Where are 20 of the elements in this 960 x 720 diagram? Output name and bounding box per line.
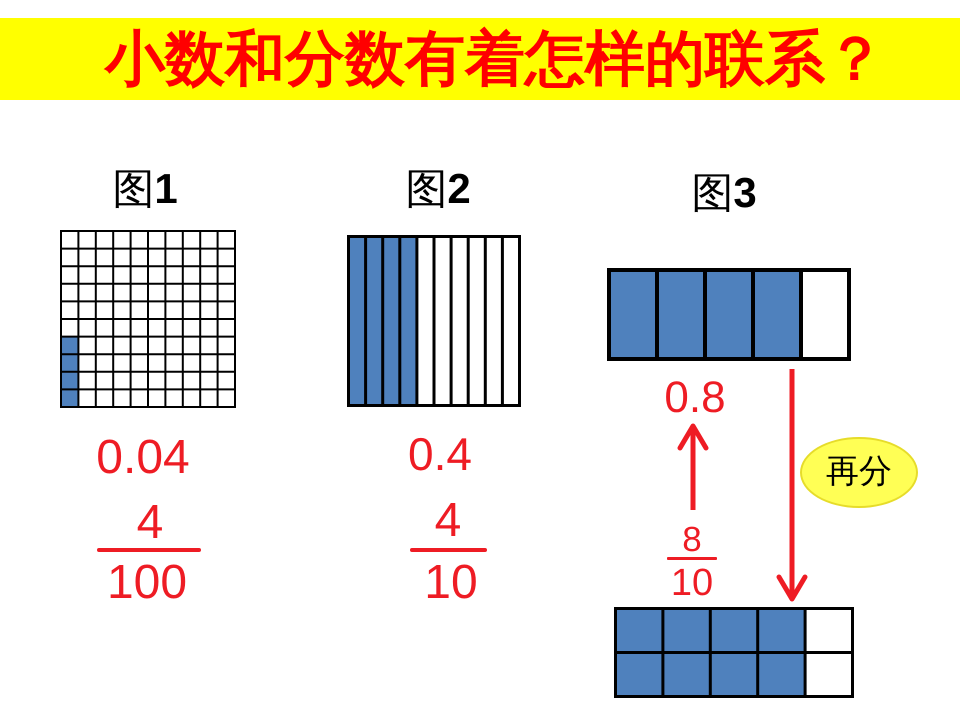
- denominator: 100: [106, 559, 188, 607]
- figure-heading: 图3: [691, 172, 757, 215]
- arrow: [678, 424, 708, 510]
- five-part-bar-drawing: [607, 268, 851, 361]
- hundred-square-grid-drawing: [60, 230, 236, 408]
- figure-heading: 图2: [405, 168, 471, 211]
- ten-strip-grid-drawing: [347, 235, 521, 407]
- denominator: 10: [670, 564, 714, 602]
- numerator: 4: [434, 497, 462, 545]
- denominator: 10: [424, 559, 478, 607]
- numerator: 4: [136, 499, 164, 547]
- decimal-number: 0.04: [96, 434, 190, 482]
- figure-heading: 图1: [112, 168, 178, 211]
- ten-part-bar-drawing: [614, 607, 854, 698]
- decimal-number: 0.4: [408, 431, 472, 477]
- title-banner: 小数和分数有着怎样的联系？: [0, 18, 960, 100]
- oval-callout: 再分: [800, 437, 918, 508]
- numerator: 8: [682, 522, 702, 557]
- decimal-number: 0.8: [664, 376, 726, 420]
- arrow: [776, 369, 808, 602]
